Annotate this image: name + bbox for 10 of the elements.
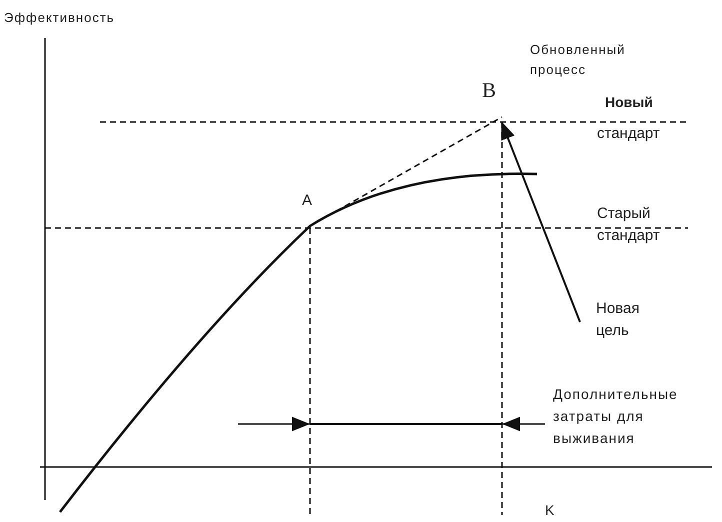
curve-label: Обновленный процесс xyxy=(530,41,626,79)
point-label: A xyxy=(302,191,312,211)
leader-arrow xyxy=(501,121,581,322)
level-label: Старый стандарт xyxy=(597,204,661,246)
axis-label: K xyxy=(545,501,554,520)
level-label: Новый xyxy=(605,93,653,112)
axis-title: Эффективность xyxy=(4,9,115,27)
callout-text: Новая цель xyxy=(596,298,666,342)
note-text: Дополнительные затраты для выживания xyxy=(553,385,679,448)
point-label: B xyxy=(482,78,504,123)
